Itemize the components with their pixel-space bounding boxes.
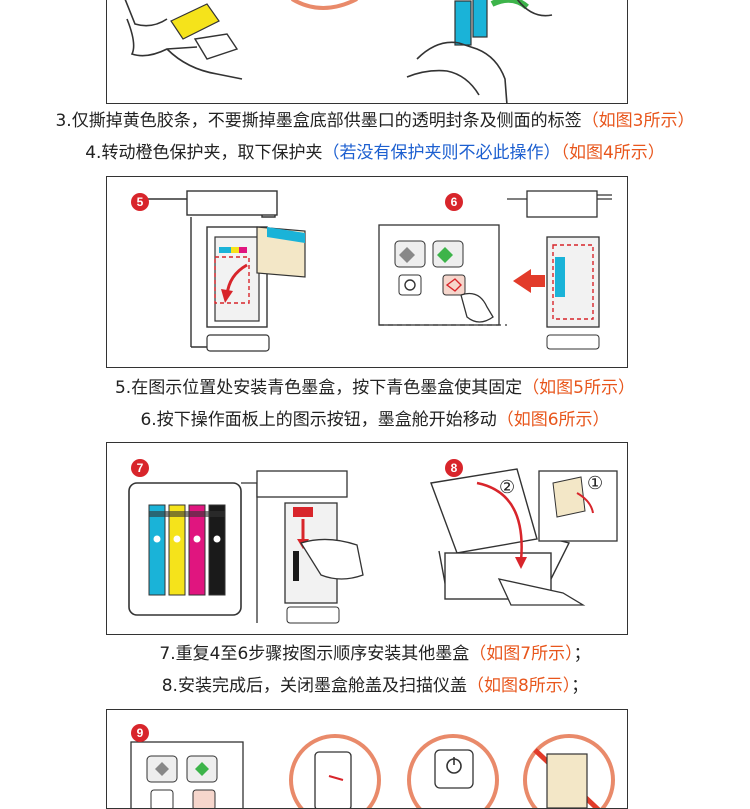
step-4-note: （如图4所示） <box>560 143 665 163</box>
step-4-main: 4.转动橙色保护夹，取下保护夹 <box>85 143 323 163</box>
figure-panel-7-8: 7 8 ② ① <box>106 442 628 635</box>
figure-8-step-2-marker: ② <box>499 477 516 498</box>
step-8-text: 8.安装完成后，关闭墨盒舱盖及扫描仪盖（如图8所示）； <box>0 675 750 697</box>
step-5-note: （如图5所示） <box>522 378 636 398</box>
figure-8-badge: 8 <box>445 459 463 477</box>
step-7-main: 7.重复4至6步骤按图示顺序安装其他墨盒 <box>159 644 470 664</box>
illustration-power-steps <box>130 734 615 808</box>
figure-7-badge: 7 <box>131 459 149 477</box>
figure-5-badge: 5 <box>131 193 149 211</box>
figure-9-badge: 9 <box>131 724 149 742</box>
step-7-note: （如图7所示） <box>469 644 574 664</box>
step-7-text: 7.重复4至6步骤按图示顺序安装其他墨盒（如图7所示）； <box>0 643 750 665</box>
figure-panel-5-6: 5 6 <box>106 176 628 368</box>
step-5-text: 5.在图示位置处安装青色墨盒，按下青色墨盒使其固定（如图5所示） <box>0 377 750 399</box>
step-8-tail: ； <box>571 676 589 696</box>
step-3-note: （如图3所示） <box>581 111 695 131</box>
step-3-text: 3.仅撕掉黄色胶条，不要撕掉墨盒底部供墨口的透明封条及侧面的标签（如图3所示） <box>0 110 750 132</box>
figure-6-badge: 6 <box>445 193 463 211</box>
illustration-install-cyan <box>147 190 612 352</box>
step-6-text: 6.按下操作面板上的图示按钮，墨盒舱开始移动（如图6所示） <box>0 409 750 431</box>
step-8-main: 8.安装完成后，关闭墨盒舱盖及扫描仪盖 <box>161 676 467 696</box>
illustration-install-all <box>128 468 618 624</box>
step-6-main: 6.按下操作面板上的图示按钮，墨盒舱开始移动 <box>140 410 497 430</box>
step-7-tail: ； <box>573 644 591 664</box>
step-6-note: （如图6所示） <box>496 410 610 430</box>
figure-panel-top <box>106 0 628 104</box>
step-4-text: 4.转动橙色保护夹，取下保护夹（若没有保护夹则不必此操作）（如图4所示） <box>0 142 750 164</box>
figure-panel-9: 9 <box>106 709 628 809</box>
step-5-main: 5.在图示位置处安装青色墨盒，按下青色墨盒使其固定 <box>114 378 523 398</box>
step-8-note: （如图8所示） <box>466 676 572 696</box>
figure-8-step-1-marker: ① <box>587 473 604 494</box>
step-3-main: 3.仅撕掉黄色胶条，不要撕掉墨盒底部供墨口的透明封条及侧面的标签 <box>55 111 582 131</box>
illustration-remove-tape <box>124 0 553 103</box>
step-4-blue-note: （若没有保护夹则不必此操作） <box>322 143 561 163</box>
